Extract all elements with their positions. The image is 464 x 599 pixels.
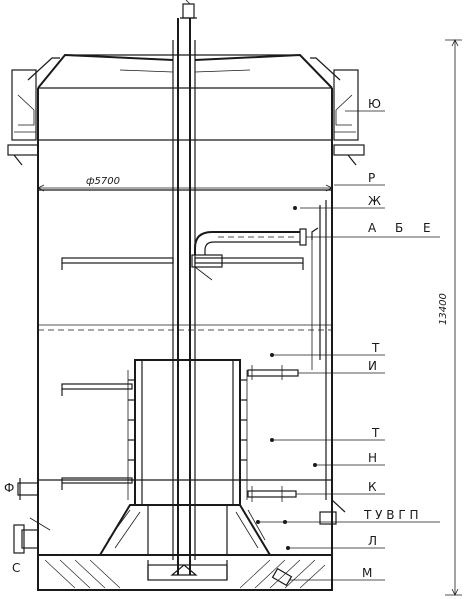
label-f: Ф: [4, 481, 14, 495]
upper-pipe: [191, 228, 307, 281]
label-i: И: [368, 359, 377, 373]
label-a: А: [368, 221, 377, 235]
label-m: М: [362, 566, 372, 580]
vessel-base: [37, 554, 333, 591]
label-e: Е: [423, 221, 431, 235]
leader-lines: [258, 110, 440, 581]
label-l: Л: [368, 534, 377, 548]
label-b: Б: [395, 221, 403, 235]
left-nozzles: [13, 478, 51, 554]
top-nozzle: [180, 0, 197, 19]
right-nozzles: [271, 499, 346, 587]
label-r: Р: [368, 171, 375, 185]
central-shaft: [172, 18, 196, 575]
label-n: Н: [368, 451, 377, 465]
diameter-label: ф5700: [86, 176, 120, 187]
shelves: [61, 257, 304, 490]
label-s: С: [12, 561, 20, 575]
label-t-lower: Т: [371, 426, 380, 440]
diameter-dimension: ф5700: [37, 176, 333, 192]
upper-brackets: [7, 69, 365, 166]
right-pipes: [311, 200, 327, 500]
vessel-shell: [37, 88, 333, 555]
label-tuvgp: Т У В Г П: [363, 508, 418, 522]
height-dimension: 13400: [438, 39, 462, 596]
height-label: 13400: [438, 293, 449, 325]
label-yu: Ю: [368, 97, 381, 111]
inner-cylinder: [127, 359, 248, 506]
label-k: К: [368, 480, 377, 494]
label-t-upper: Т: [371, 341, 380, 355]
vessel-roof: [27, 53, 341, 89]
label-zh: Ж: [368, 194, 381, 208]
